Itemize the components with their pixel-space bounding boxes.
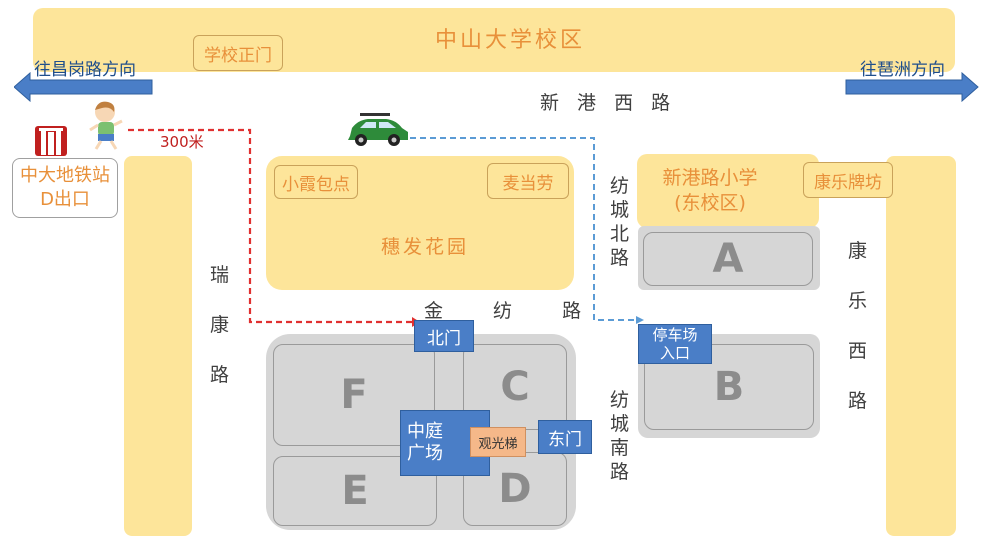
garden-shop-left: 小霞包点 (274, 165, 358, 199)
plaza-north-gate: 北门 (414, 320, 474, 352)
metro-logo-icon (33, 124, 69, 158)
walk-distance-label: 300米 (160, 133, 204, 151)
right-strip (886, 156, 956, 536)
plaza-elevator: 观光梯 (470, 427, 526, 457)
road-kangle-label: 康 乐 西 路 (848, 240, 868, 412)
road-jinfang-label: 金 纺 路 (424, 300, 604, 322)
left-direction-label: 往昌岗路方向 (34, 60, 136, 80)
block-c: C (463, 344, 567, 430)
school-campus: (东校区) (674, 192, 746, 214)
school-gate-label: 康乐牌坊 (803, 162, 893, 198)
left-strip (124, 156, 192, 536)
parking-label: 停车场 (652, 326, 698, 344)
campus-gate-label: 学校正门 (193, 35, 283, 71)
campus-area (33, 8, 955, 72)
plaza-east-gate: 东门 (538, 420, 592, 454)
road-ruikang-label: 瑞 康 路 (210, 264, 230, 386)
metro-exit-box: 中大地铁站 D出口 (12, 158, 118, 218)
block-d: D (463, 452, 567, 526)
parking-entrance: 停车场 入口 (638, 324, 712, 364)
block-a: A (643, 232, 813, 286)
garden-shop-right: 麦当劳 (487, 163, 569, 199)
left-direction-arrow (14, 72, 153, 102)
green-car-icon (344, 112, 412, 148)
parking-entry-label: 入口 (659, 344, 690, 362)
school-area: 新港路小学 (东校区) (637, 154, 819, 228)
running-child-icon (84, 100, 128, 152)
right-direction-label: 往琶洲方向 (860, 60, 945, 80)
school-name: 新港路小学 (662, 167, 758, 189)
road-fangcheng-south-label: 纺 城 南 路 (610, 389, 630, 483)
road-fangcheng-north-label: 纺 城 北 路 (610, 175, 630, 269)
metro-exit-label: D出口 (40, 189, 90, 210)
plaza-center-line1: 中庭 (407, 421, 443, 442)
garden-name: 穗发花园 (380, 236, 469, 258)
metro-station-label: 中大地铁站 (20, 165, 110, 186)
driving-route-arrow (636, 316, 644, 324)
road-xingang-label: 新 港 西 路 (540, 92, 677, 114)
campus-label: 中山大学校区 (434, 28, 585, 53)
right-direction-arrow (845, 72, 979, 102)
plaza-center-line2: 广场 (407, 443, 443, 464)
